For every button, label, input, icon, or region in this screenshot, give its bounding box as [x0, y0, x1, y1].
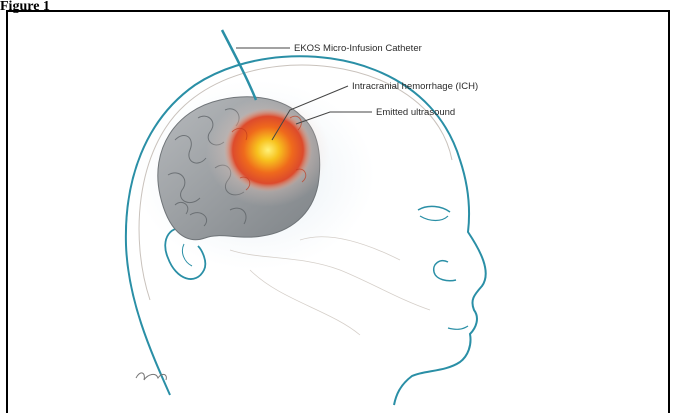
nostril [434, 261, 456, 281]
mouth [448, 326, 468, 329]
callout-ich: Intracranial hemorrhage (ICH) [352, 81, 478, 92]
eye-lower [420, 216, 448, 221]
vessel [250, 270, 360, 335]
callout-catheter: EKOS Micro-Infusion Catheter [294, 43, 422, 54]
callout-ultrasound: Emitted ultrasound [376, 107, 455, 118]
ich-core [224, 108, 312, 192]
eyelid [418, 206, 450, 212]
